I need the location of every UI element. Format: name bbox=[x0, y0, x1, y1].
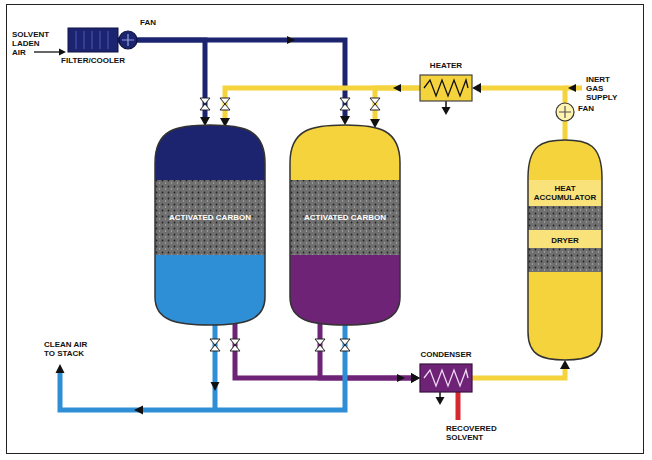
shape-part bbox=[153, 125, 267, 180]
adsorber-vessel: ACTIVATED CARBON bbox=[290, 125, 400, 325]
arrow-head bbox=[560, 360, 570, 369]
stream-label: INERT GAS SUPPLY bbox=[586, 75, 626, 102]
shape-part bbox=[526, 140, 604, 360]
pipe-connector bbox=[118, 40, 350, 125]
shape-outline bbox=[420, 75, 472, 101]
valve-symbol bbox=[370, 98, 380, 110]
pipe-connector bbox=[370, 88, 420, 128]
shape-part bbox=[526, 272, 604, 360]
condenser-box: CONDENSER bbox=[420, 364, 472, 392]
stream-label: RECOVERED SOLVENT bbox=[446, 424, 506, 442]
shape-part bbox=[526, 206, 604, 230]
node-label: ACTIVATED CARBON bbox=[290, 180, 400, 255]
heater-box: HEATER bbox=[420, 75, 472, 101]
valve-symbol bbox=[210, 339, 220, 351]
shape-part bbox=[288, 255, 402, 325]
stream-label: FAN bbox=[140, 18, 156, 27]
shape-part bbox=[288, 180, 402, 255]
arrow-head bbox=[340, 116, 350, 125]
arrow-head bbox=[397, 374, 405, 382]
arrow-head bbox=[287, 36, 295, 44]
pipe-connector bbox=[472, 360, 570, 378]
shape-part bbox=[155, 125, 265, 325]
shape-outline bbox=[290, 125, 400, 325]
dryer-vessel: HEAT ACCUMULATOR DRYER bbox=[528, 140, 602, 360]
arrow-head bbox=[59, 49, 66, 56]
arrow-head bbox=[472, 83, 481, 93]
fan-symbol bbox=[556, 103, 574, 121]
arrow-head bbox=[393, 84, 401, 92]
solvent-pipe bbox=[456, 390, 461, 420]
pipe-connector bbox=[118, 40, 210, 126]
valve-symbol bbox=[230, 339, 240, 351]
shape-part bbox=[153, 125, 267, 325]
fan-blades bbox=[559, 106, 571, 118]
shape-part bbox=[528, 140, 602, 360]
shape-part bbox=[68, 28, 118, 52]
node-label: HEAT ACCUMULATOR bbox=[528, 184, 602, 202]
shape-part bbox=[290, 125, 400, 325]
shape-part bbox=[424, 370, 468, 386]
shape-outline bbox=[420, 364, 472, 392]
pipe-line bbox=[225, 88, 420, 120]
valve-symbol bbox=[340, 98, 350, 110]
valve-symbol bbox=[340, 339, 350, 351]
arrow-head bbox=[134, 406, 143, 415]
valve-symbol bbox=[220, 98, 230, 110]
node-label: CONDENSER bbox=[420, 350, 471, 359]
pipe-line bbox=[235, 323, 413, 378]
fan-blades bbox=[122, 34, 134, 46]
valve-symbol bbox=[315, 339, 325, 351]
shape-part bbox=[424, 80, 468, 96]
pipe-line bbox=[320, 321, 413, 378]
stream-label: SOLVENT LADEN AIR bbox=[12, 30, 46, 57]
arrow-head bbox=[442, 107, 451, 115]
arrow-head bbox=[211, 382, 220, 391]
clean-air-pipe bbox=[60, 322, 348, 410]
feed-arrow bbox=[34, 51, 60, 52]
filter-cooler-box: FILTER/COOLER bbox=[68, 28, 118, 52]
shape-part bbox=[526, 248, 604, 272]
stream-label: CLEAN AIR TO STACK bbox=[44, 340, 98, 358]
shape-part bbox=[153, 180, 267, 255]
node-label: HEATER bbox=[430, 61, 462, 70]
arrow-head bbox=[411, 373, 420, 383]
adsorber-vessel: ACTIVATED CARBON bbox=[155, 125, 265, 325]
pipe-line bbox=[118, 40, 205, 119]
node-label: DRYER bbox=[528, 236, 602, 245]
shape-outline bbox=[68, 28, 118, 52]
pipe-line bbox=[375, 88, 420, 121]
shape-part bbox=[420, 364, 472, 392]
pipe-line bbox=[479, 88, 565, 140]
shape-part bbox=[288, 125, 402, 180]
pipe-connector bbox=[220, 88, 420, 127]
arrow-head bbox=[411, 373, 420, 383]
node-label: ACTIVATED CARBON bbox=[155, 180, 265, 255]
shape-part bbox=[526, 180, 604, 206]
fan-symbol bbox=[119, 31, 137, 49]
pipe-line bbox=[118, 40, 345, 118]
shape-part bbox=[420, 75, 472, 101]
pipe-connector bbox=[472, 83, 565, 140]
arrow-head bbox=[56, 364, 65, 373]
pipe-line bbox=[472, 367, 565, 378]
pipe-connector bbox=[320, 321, 420, 383]
valve-symbol bbox=[200, 98, 210, 110]
shape-part bbox=[153, 255, 267, 325]
shape-part bbox=[288, 125, 402, 325]
shape-outline bbox=[155, 125, 265, 325]
shape-part bbox=[526, 230, 604, 248]
shape-part bbox=[76, 31, 108, 49]
arrow-head bbox=[436, 397, 445, 405]
node-label: FILTER/COOLER bbox=[61, 56, 125, 65]
shape-outline bbox=[528, 140, 602, 360]
arrow-head bbox=[568, 84, 576, 92]
stream-label: FAN bbox=[578, 104, 594, 113]
pipe-connector bbox=[235, 323, 420, 383]
